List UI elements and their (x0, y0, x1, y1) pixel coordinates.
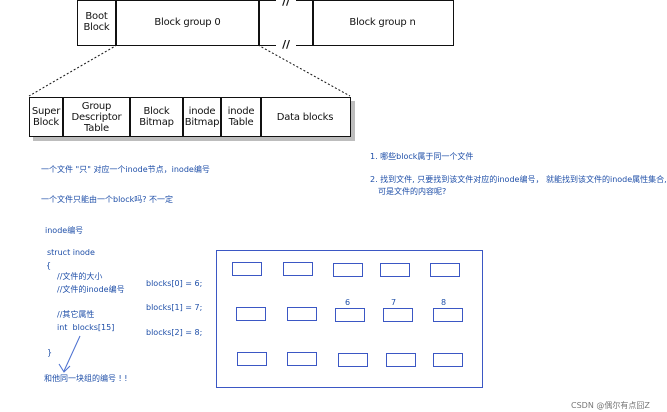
note-right-item2-cont: 可是文件的内容呢? (378, 187, 447, 196)
divider (220, 97, 222, 137)
data-block-box (333, 263, 363, 277)
inode-table-cell: inode Table (222, 98, 260, 136)
code-close-brace: } (47, 348, 53, 357)
block-group-0-label: Block group 0 (154, 16, 221, 28)
divider (129, 97, 131, 137)
pointer-arrow-head (58, 363, 71, 373)
break-mark-top: // (276, 0, 296, 8)
super-block-label: Super Block (31, 106, 61, 128)
code-footer-note: 和他同一块组的编号 ! ! (44, 374, 128, 383)
super-block-cell: Super Block (30, 98, 62, 136)
data-blocks-cell: Data blocks (262, 98, 348, 136)
note-inode-mapping: 一个文件 "只" 对应一个inode节点，inode编号 (41, 165, 210, 174)
block-group-n-label: Block group n (349, 16, 416, 28)
data-block-box (380, 263, 410, 277)
blocks-2-assign: blocks[2] = 8; (146, 328, 203, 337)
code-comment-other: //其它属性 (57, 310, 95, 319)
block-number-7: 7 (391, 298, 397, 307)
code-struct-header: struct inode (47, 248, 95, 257)
code-field-blocks: int blocks[15] (57, 323, 115, 332)
group-descriptor-table-label: Group Descriptor Table (71, 100, 122, 134)
divider (62, 97, 64, 137)
data-block-box (386, 353, 416, 367)
data-blocks-label: Data blocks (276, 111, 334, 123)
block-group-n-cell: Block group n (314, 1, 451, 43)
block-bitmap-cell: Block Bitmap (131, 98, 182, 136)
group-descriptor-table-cell: Group Descriptor Table (64, 98, 129, 136)
code-comment-inode: //文件的inode编号 (57, 285, 125, 294)
divider (258, 0, 260, 45)
data-block-box (338, 353, 368, 367)
data-block-box (335, 308, 365, 322)
divider (312, 0, 314, 45)
inode-table-label: inode Table (227, 106, 255, 128)
data-block-box (236, 307, 266, 321)
detail-row-shadow-side (351, 101, 355, 141)
data-block-box (383, 308, 413, 322)
data-block-box (237, 352, 267, 366)
divider (115, 0, 117, 45)
data-block-box (287, 307, 317, 321)
inode-bitmap-cell: inode Bitmap (184, 98, 220, 136)
expansion-line-left (28, 44, 118, 97)
watermark: CSDN @偶尔有点囧Z (571, 401, 650, 410)
block-number-8: 8 (441, 298, 447, 307)
data-block-region (216, 250, 483, 388)
data-block-box (283, 262, 313, 276)
block-group-detail-row (29, 97, 351, 137)
blocks-0-assign: blocks[0] = 6; (146, 279, 203, 288)
note-right-item1: 1. 哪些block属于同一个文件 (370, 152, 474, 161)
blocks-1-assign: blocks[1] = 7; (146, 303, 203, 312)
divider (260, 97, 262, 137)
detail-row-shadow (33, 137, 355, 141)
block-bitmap-label: Block Bitmap (139, 106, 174, 128)
expansion-line-right (257, 44, 351, 97)
data-block-box (430, 263, 460, 277)
note-block-question: 一个文件只能由一个block吗? 不一定 (41, 195, 174, 204)
block-number-6: 6 (345, 298, 351, 307)
note-right-item2: 2. 找到文件, 只要找到该文件对应的inode编号， 就能找到该文件的inod… (370, 175, 667, 184)
divider (182, 97, 184, 137)
inode-bitmap-label: inode Bitmap (184, 106, 220, 128)
pointer-arrow-line (63, 335, 81, 372)
data-block-box (287, 352, 317, 366)
note-inode-number: inode编号 (45, 226, 84, 235)
data-block-box (433, 353, 463, 367)
code-open-brace: { (46, 261, 52, 270)
data-block-box (232, 262, 262, 276)
break-mark-bottom: // (276, 37, 296, 51)
expansion-lines (28, 44, 351, 373)
block-group-0-cell: Block group 0 (117, 1, 258, 43)
boot-block-label: Boot Block (83, 11, 110, 33)
data-block-box (433, 308, 463, 322)
boot-block-cell: Boot Block (78, 1, 115, 43)
code-comment-size: //文件的大小 (57, 272, 103, 281)
